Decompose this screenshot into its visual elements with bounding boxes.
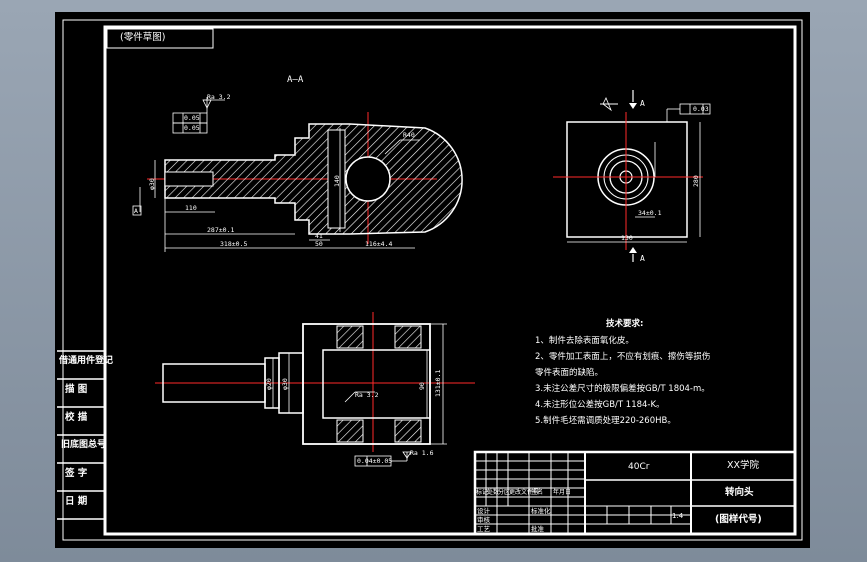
tb-hdr-date: 年月日 xyxy=(553,489,572,496)
side-row-6: 日 期 xyxy=(65,496,88,507)
tb-role-approve: 批准 xyxy=(531,525,544,533)
side-row-4: 旧底图总号 xyxy=(61,440,107,450)
side-row-1: 借通用件登记 xyxy=(59,356,114,366)
dim-w-130: 130 xyxy=(621,234,633,242)
side-table-grid xyxy=(57,350,105,520)
dim-front-ra: Ra 3.2 xyxy=(355,391,379,399)
section-label: A—A xyxy=(287,75,304,85)
section-view xyxy=(132,97,463,252)
tb-material: 40Cr xyxy=(628,462,650,472)
datum-a: A xyxy=(134,207,138,215)
dim-len-110: 110 xyxy=(185,204,197,212)
dim-front-h: 131±0.1 xyxy=(434,369,442,397)
dim-flatness: 0.05 xyxy=(184,114,200,122)
dim-len-41: 41 xyxy=(315,232,323,240)
dim-front-h2: 90 xyxy=(418,382,426,390)
dim-h-34: 34±0.1 xyxy=(638,209,662,217)
side-row-2: 描 图 xyxy=(65,384,88,395)
tb-hdr-count: 处数 xyxy=(487,489,500,496)
tech-req-title: 技术要求: xyxy=(606,319,644,329)
dim-shaft-dia: φ30 xyxy=(148,178,156,190)
dim-r40: R40 xyxy=(403,131,415,139)
dim-front-dia: φ20 xyxy=(265,378,273,390)
tb-role-std: 标准化 xyxy=(531,507,551,515)
dim-w-140: 140 xyxy=(333,175,341,187)
tech-req-2: 2、零件加工表面上，不应有划痕、擦伤等损伤 xyxy=(535,352,711,362)
front-view xyxy=(155,312,475,467)
drawing-canvas xyxy=(57,19,803,541)
dim-h-280: 280 xyxy=(692,175,700,187)
tech-req-4: 4.未注形位公差按GB/T 1184-K。 xyxy=(535,400,665,410)
dim-len-318: 318±0.5 xyxy=(220,240,248,248)
tb-drawing-no: (图样代号) xyxy=(715,514,762,525)
tb-part-name: 转向头 xyxy=(725,487,754,498)
tb-hdr-mark: 标记 xyxy=(476,489,489,496)
section-arrow-top-label: A xyxy=(640,99,645,108)
dim-len-50: 50 xyxy=(315,240,323,248)
right-view xyxy=(553,90,711,262)
inner-border xyxy=(103,25,797,536)
tb-role-process: 工艺 xyxy=(477,525,490,533)
dim-len-287: 287±0.1 xyxy=(207,226,235,234)
tb-role-design: 设计 xyxy=(477,507,490,515)
side-row-5: 签 字 xyxy=(65,468,88,479)
dim-front-ra2: Ra 1.6 xyxy=(410,449,434,457)
dim-front-dia2: φ30 xyxy=(281,378,289,390)
tb-scale: 1:4 xyxy=(672,512,684,520)
tech-req-1: 1、制件去除表面氧化皮。 xyxy=(535,336,634,346)
dim-bottom-tol: 0.04±0.05 xyxy=(357,457,393,465)
drawing-sheet: (零件草图) A—A A A Ra 3.2 0.05 0.05 A φ30 11… xyxy=(55,12,810,548)
side-row-3: 校 描 xyxy=(65,412,88,423)
tb-hdr-zone: 分区 xyxy=(498,489,511,496)
tech-req-3: 3.未注公差尺寸的极限偏差按GB/T 1804-m。 xyxy=(535,384,710,394)
tb-role-review: 审核 xyxy=(477,516,490,524)
tag-box xyxy=(106,28,214,49)
tb-hdr-doc: 更改文件号 xyxy=(509,489,540,496)
dim-perp: 0.05 xyxy=(184,124,200,132)
tb-hdr-sign: 签名 xyxy=(531,489,544,496)
title-block-grid xyxy=(473,450,797,536)
tech-req-5: 5.制件毛坯需调质处理220-260HB。 xyxy=(535,416,676,426)
dim-len-116: 116±4.4 xyxy=(365,240,393,248)
outer-border xyxy=(62,19,803,541)
dim-ra-top: Ra 3.2 xyxy=(207,93,231,101)
tag-label: (零件草图) xyxy=(120,32,166,43)
section-arrow-bottom-label: A xyxy=(640,254,645,263)
tech-req-2b: 零件表面的缺陷。 xyxy=(535,368,604,378)
tb-school: XX学院 xyxy=(727,460,760,471)
dim-symm: 0.03 xyxy=(693,105,709,113)
